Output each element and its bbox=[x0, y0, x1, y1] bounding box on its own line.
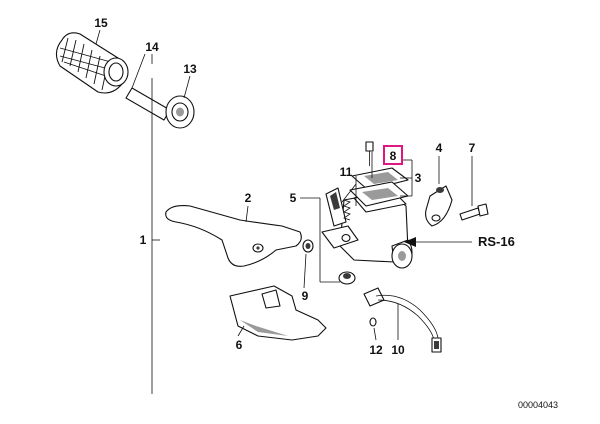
reservoir-cover[interactable] bbox=[349, 167, 409, 207]
lever-guard[interactable] bbox=[229, 285, 327, 341]
reference-label[interactable]: RS-16 bbox=[478, 234, 515, 249]
reference-arrow bbox=[404, 237, 472, 247]
callout-8[interactable]: 8 bbox=[390, 149, 397, 163]
callout-9[interactable]: 9 bbox=[302, 289, 309, 303]
callout-5[interactable]: 5 bbox=[290, 191, 297, 205]
callout-4[interactable]: 4 bbox=[436, 141, 443, 155]
handlebar-grip[interactable] bbox=[55, 32, 129, 94]
callout-15[interactable]: 15 bbox=[94, 16, 108, 30]
callout-3[interactable]: 3 bbox=[415, 171, 422, 185]
switch-screw[interactable] bbox=[369, 317, 377, 327]
lock-nut[interactable] bbox=[338, 271, 356, 285]
clamp-bolt[interactable] bbox=[459, 203, 489, 221]
callout-10[interactable]: 10 bbox=[391, 343, 405, 357]
callout-12[interactable]: 12 bbox=[369, 343, 383, 357]
brake-light-switch[interactable] bbox=[363, 287, 442, 353]
leader-lines bbox=[95, 29, 473, 341]
adjuster-spring[interactable] bbox=[343, 199, 351, 221]
diagram-code: 00004043 bbox=[518, 400, 558, 410]
callout-6[interactable]: 6 bbox=[236, 338, 243, 352]
group-bracket-line bbox=[151, 78, 160, 394]
callout-11[interactable]: 11 bbox=[340, 165, 353, 179]
callout-2[interactable]: 2 bbox=[245, 191, 252, 205]
callout-13[interactable]: 13 bbox=[183, 62, 197, 76]
callout-7[interactable]: 7 bbox=[469, 141, 476, 155]
handlebar-clamp[interactable] bbox=[425, 185, 453, 227]
lever-mount-block[interactable] bbox=[321, 225, 359, 249]
callout-14[interactable]: 14 bbox=[145, 40, 159, 54]
handlebar-tube[interactable] bbox=[125, 87, 171, 121]
brake-lever[interactable] bbox=[165, 205, 302, 267]
highlight-box bbox=[383, 145, 403, 165]
push-rod[interactable] bbox=[325, 187, 347, 227]
cover-screw[interactable] bbox=[365, 141, 374, 166]
bar-end-weight[interactable] bbox=[165, 95, 195, 129]
callout-1[interactable]: 1 bbox=[140, 233, 147, 247]
lever-pin[interactable] bbox=[302, 239, 314, 253]
